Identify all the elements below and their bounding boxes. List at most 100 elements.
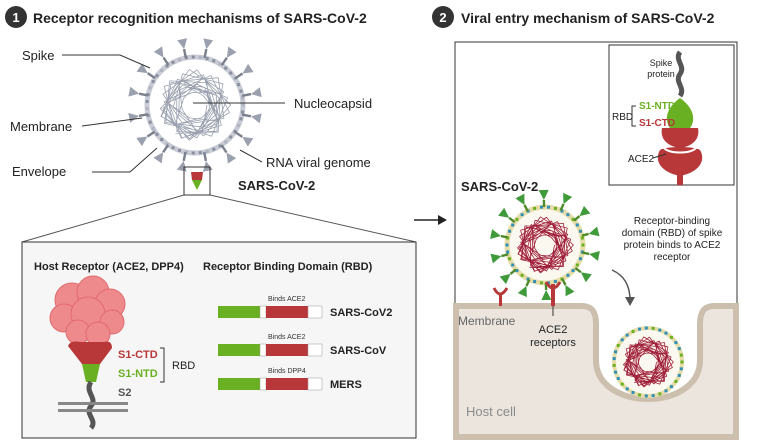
membrane-protein-dot xyxy=(658,392,662,396)
membrane-protein-dot xyxy=(526,209,530,213)
membrane-protein-dot xyxy=(581,243,585,247)
inset-s1-ctd: S1-CTD xyxy=(639,118,675,129)
inset-spike-protein-2: protein xyxy=(647,69,675,79)
ace2-receptors-2: receptors xyxy=(530,337,576,349)
spike-protein xyxy=(220,46,237,66)
receptor-rbd-label: RBD xyxy=(172,360,195,372)
spike-protein xyxy=(241,87,262,98)
membrane-protein-dot xyxy=(508,229,512,233)
membrane-protein-dot xyxy=(212,147,216,151)
membrane-protein-dot xyxy=(184,56,188,60)
panel1-title: Receptor recognition mechanisms of SARS-… xyxy=(33,10,367,26)
membrane-label: Membrane xyxy=(458,314,516,328)
membrane-protein-dot xyxy=(506,236,510,240)
internalized-virus-vesicle xyxy=(612,326,684,398)
panel1-header: 1 Receptor recognition mechanisms of SAR… xyxy=(5,6,367,28)
label-envelope: Envelope xyxy=(12,164,66,179)
membrane-protein-dot xyxy=(165,64,169,68)
membrane-protein-dot xyxy=(184,150,188,154)
spike-protein xyxy=(153,144,170,164)
spike-protein xyxy=(241,113,262,124)
membrane-protein-dot xyxy=(160,68,164,72)
rbd-panel-title: Receptor Binding Domain (RBD) xyxy=(203,261,373,273)
membrane-protein-dot xyxy=(616,343,620,347)
membrane-protein-dot xyxy=(165,142,169,146)
description-line: Receptor-binding xyxy=(634,216,710,227)
ace2-receptors-1: ACE2 xyxy=(539,324,568,336)
membrane-protein-dot xyxy=(239,117,243,121)
membrane-protein-dot xyxy=(553,206,557,210)
panel2-header: 2 Viral entry mechanism of SARS-CoV-2 xyxy=(432,6,715,28)
membrane-protein-dot xyxy=(677,373,681,377)
rbd-row-virus: MERS xyxy=(330,379,362,391)
rbd-row-binds: Binds ACE2 xyxy=(268,296,305,303)
spike-protein xyxy=(517,279,531,298)
membrane-protein-dot xyxy=(148,120,152,124)
membrane-protein-dot xyxy=(664,331,668,335)
panel2-number: 2 xyxy=(439,10,446,25)
membrane-protein-dot xyxy=(151,80,155,84)
bar-tail-segment xyxy=(307,343,323,357)
inset-s1-ntd: S1-NTD xyxy=(639,101,675,112)
membrane-protein-dot xyxy=(533,280,537,284)
membrane-protein-dot xyxy=(644,394,648,398)
membrane-protein-dot xyxy=(508,257,512,261)
membrane-protein-dot xyxy=(233,77,237,81)
rna-genome xyxy=(517,216,574,274)
spike-protein xyxy=(559,192,573,211)
spike-protein xyxy=(561,278,575,297)
membrane-protein-dot xyxy=(679,353,683,357)
label-spike: Spike xyxy=(22,48,55,63)
membrane-protein-dot xyxy=(148,86,152,90)
spike-protein xyxy=(234,63,254,80)
membrane-protein-dot xyxy=(612,357,616,361)
label-nucleocapsid: Nucleocapsid xyxy=(294,96,372,111)
membrane-protein-dot xyxy=(520,273,524,277)
panel2-title: Viral entry mechanism of SARS-CoV-2 xyxy=(461,10,715,26)
inset-rbd: RBD xyxy=(612,112,633,123)
virus-leader-lines xyxy=(62,54,285,173)
spike-protein xyxy=(498,207,516,223)
membrane-protein-dot xyxy=(526,277,530,281)
membrane-protein-dot xyxy=(575,223,579,227)
membrane-protein-dot xyxy=(560,277,564,281)
membrane-protein-dot xyxy=(241,103,245,107)
membrane-protein-dot xyxy=(539,205,543,209)
membrane-protein-dot xyxy=(236,83,240,87)
bar-red-segment xyxy=(266,306,308,318)
membrane-protein-dot xyxy=(580,236,584,240)
inset-spike-illustration xyxy=(657,50,703,185)
bar-white-segment xyxy=(259,343,267,357)
host-cell-membrane xyxy=(453,303,739,440)
membrane-protein-dot xyxy=(240,96,244,100)
membrane-protein-dot xyxy=(620,382,624,386)
membrane-protein-dot xyxy=(651,326,655,330)
membrane-protein-dot xyxy=(669,335,673,339)
membrane-protein-dot xyxy=(155,74,159,78)
membrane-protein-dot xyxy=(637,393,641,397)
rbd-description: Receptor-binding domain (RBD) of spike p… xyxy=(622,216,723,263)
membrane-protein-dot xyxy=(145,107,149,111)
spike-protein xyxy=(153,46,170,66)
membrane-protein-dot xyxy=(625,333,629,337)
membrane-protein-dot xyxy=(146,93,150,97)
membrane-protein-dot xyxy=(198,55,202,59)
membrane-protein-dot xyxy=(571,269,575,273)
membrane-protein-dot xyxy=(178,148,182,152)
rbd-row-1: Binds ACE2 SARS-CoV2 xyxy=(218,296,392,319)
panel1-number-badge xyxy=(5,6,27,28)
membrane-protein-dot xyxy=(580,250,584,254)
membrane-protein-dot xyxy=(506,250,510,254)
membrane-protein-dot xyxy=(198,151,202,155)
membrane-protein-dot xyxy=(212,59,216,63)
membrane-protein-dot xyxy=(515,269,519,273)
inset-ace2-leader xyxy=(652,153,667,159)
spike-protein xyxy=(234,130,254,147)
rna-genome xyxy=(159,69,232,141)
membrane-protein-dot xyxy=(520,213,524,217)
bar-green-segment xyxy=(218,344,260,356)
spike-protein xyxy=(136,130,156,147)
panel1-number: 1 xyxy=(12,10,19,25)
membrane-protein-dot xyxy=(205,57,209,61)
membrane-protein-dot xyxy=(236,123,240,127)
